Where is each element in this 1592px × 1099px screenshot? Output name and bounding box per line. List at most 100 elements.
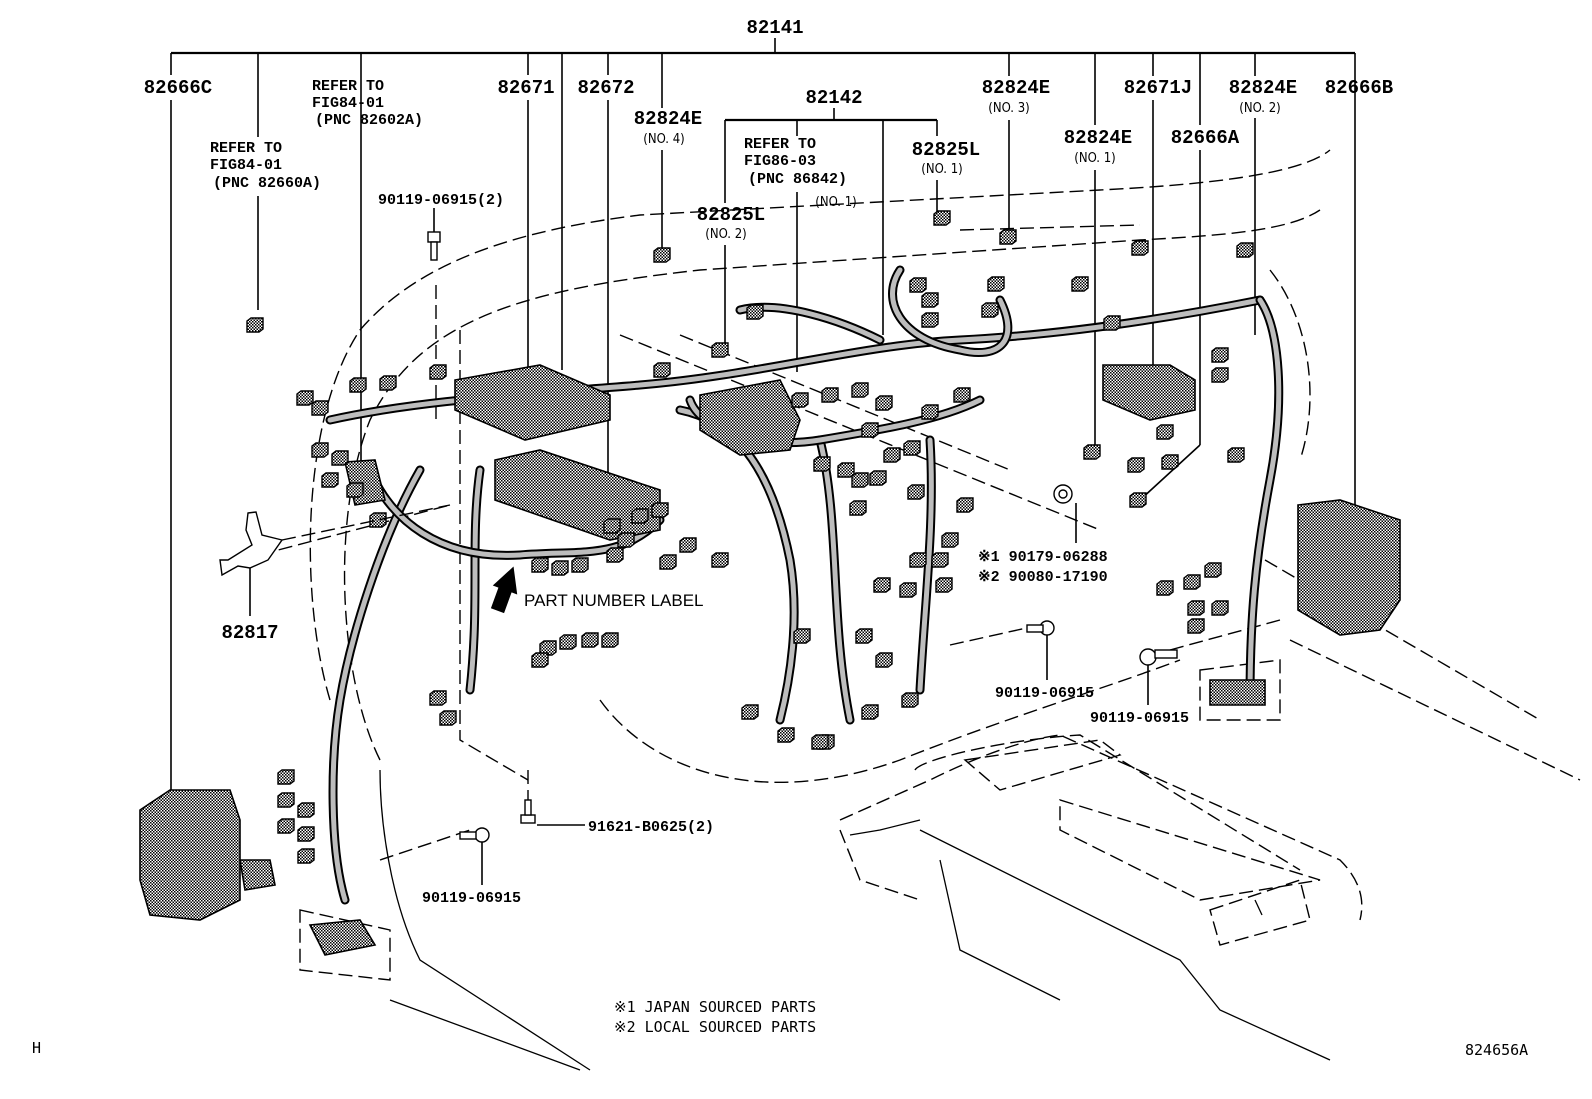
connector[interactable] bbox=[311, 442, 329, 458]
ref-86842[interactable]: REFER TO FIG86-03 (PNC 86842) bbox=[744, 136, 847, 188]
connector[interactable] bbox=[813, 456, 831, 472]
connector[interactable] bbox=[551, 560, 569, 576]
connector[interactable] bbox=[379, 375, 397, 391]
connector[interactable] bbox=[921, 312, 939, 328]
connector[interactable] bbox=[873, 577, 891, 593]
relay-block-82671j[interactable] bbox=[1102, 364, 1196, 421]
label-nut-japan[interactable]: ※1 90179-06288 bbox=[978, 549, 1108, 566]
connector[interactable] bbox=[1156, 424, 1174, 440]
connector[interactable] bbox=[793, 628, 811, 644]
connector[interactable] bbox=[849, 500, 867, 516]
connector-block-bottom-right[interactable] bbox=[1209, 679, 1266, 706]
connector[interactable] bbox=[1211, 600, 1229, 616]
connector[interactable] bbox=[855, 628, 873, 644]
connector[interactable] bbox=[909, 552, 927, 568]
connector[interactable] bbox=[429, 364, 447, 380]
connector[interactable] bbox=[346, 482, 364, 498]
label-82142[interactable]: 82142 bbox=[805, 87, 862, 109]
connector[interactable] bbox=[921, 404, 939, 420]
connector[interactable] bbox=[791, 392, 809, 408]
connector[interactable] bbox=[1131, 240, 1149, 256]
bolt-bottom[interactable] bbox=[459, 827, 490, 843]
connector[interactable] bbox=[297, 802, 315, 818]
connector[interactable] bbox=[581, 632, 599, 648]
label-82666a[interactable]: 82666A bbox=[1171, 127, 1240, 149]
connector[interactable] bbox=[851, 472, 869, 488]
connector[interactable] bbox=[956, 497, 974, 513]
label-82824e-no3[interactable]: 82824E bbox=[982, 77, 1050, 99]
connector[interactable] bbox=[861, 704, 879, 720]
connector[interactable] bbox=[746, 304, 764, 320]
connector[interactable] bbox=[907, 484, 925, 500]
connector[interactable] bbox=[601, 632, 619, 648]
ref-82602a[interactable]: REFER TO FIG84-01 (PNC 82602A) bbox=[312, 78, 423, 129]
connector[interactable] bbox=[1187, 618, 1205, 634]
connector[interactable] bbox=[311, 400, 329, 416]
connector[interactable] bbox=[617, 532, 635, 548]
connector[interactable] bbox=[606, 547, 624, 563]
connector[interactable] bbox=[1161, 454, 1179, 470]
connector[interactable] bbox=[837, 462, 855, 478]
connector[interactable] bbox=[875, 395, 893, 411]
label-bolt-right[interactable]: 90119-06915 bbox=[1090, 710, 1189, 727]
connector[interactable] bbox=[1227, 447, 1245, 463]
center-ecu[interactable] bbox=[699, 379, 801, 456]
label-82672[interactable]: 82672 bbox=[577, 77, 634, 99]
connector[interactable] bbox=[429, 690, 447, 706]
connector[interactable] bbox=[777, 727, 795, 743]
connector[interactable] bbox=[1204, 562, 1222, 578]
connector[interactable] bbox=[1129, 492, 1147, 508]
connector[interactable] bbox=[439, 710, 457, 726]
connector-block-bottom-left[interactable] bbox=[308, 919, 377, 956]
connector[interactable] bbox=[559, 634, 577, 650]
connector[interactable] bbox=[349, 377, 367, 393]
connector[interactable] bbox=[277, 769, 295, 785]
connector[interactable] bbox=[369, 512, 387, 528]
connector[interactable] bbox=[531, 652, 549, 668]
relay-block-82671[interactable] bbox=[454, 364, 611, 441]
connector[interactable] bbox=[851, 382, 869, 398]
connector[interactable] bbox=[1103, 315, 1121, 331]
connector[interactable] bbox=[899, 582, 917, 598]
bolt-top[interactable] bbox=[427, 231, 441, 261]
connector[interactable] bbox=[861, 422, 879, 438]
connector[interactable] bbox=[296, 390, 314, 406]
connector[interactable] bbox=[909, 277, 927, 293]
connector[interactable] bbox=[277, 792, 295, 808]
connector[interactable] bbox=[651, 502, 669, 518]
connector[interactable] bbox=[741, 704, 759, 720]
label-82824e-no2[interactable]: 82824E bbox=[1229, 77, 1297, 99]
connector[interactable] bbox=[901, 692, 919, 708]
label-bolt-bottom[interactable]: 90119-06915 bbox=[422, 890, 521, 907]
label-82666c[interactable]: 82666C bbox=[144, 77, 212, 99]
label-bolt-mid[interactable]: 90119-06915 bbox=[995, 685, 1094, 702]
connector[interactable] bbox=[297, 826, 315, 842]
connector[interactable] bbox=[679, 537, 697, 553]
connector[interactable] bbox=[711, 342, 729, 358]
nut-90179[interactable] bbox=[1053, 484, 1073, 504]
connector[interactable] bbox=[811, 734, 829, 750]
connector[interactable] bbox=[1187, 600, 1205, 616]
connector[interactable] bbox=[875, 652, 893, 668]
connector[interactable] bbox=[1211, 347, 1229, 363]
connector[interactable] bbox=[903, 440, 921, 456]
connector[interactable] bbox=[653, 247, 671, 263]
bolt-right[interactable] bbox=[1139, 648, 1178, 666]
connector[interactable] bbox=[821, 387, 839, 403]
connector[interactable] bbox=[953, 387, 971, 403]
label-bolt-top[interactable]: 90119-06915(2) bbox=[378, 192, 504, 209]
bolt-9162[interactable] bbox=[520, 799, 536, 824]
label-82825l-no1[interactable]: 82825L bbox=[912, 139, 980, 161]
connector[interactable] bbox=[931, 552, 949, 568]
connector[interactable] bbox=[921, 292, 939, 308]
label-82824e-no4[interactable]: 82824E bbox=[634, 108, 702, 130]
label-82817[interactable]: 82817 bbox=[221, 622, 278, 644]
connector[interactable] bbox=[981, 302, 999, 318]
label-nut-local[interactable]: ※2 90080-17190 bbox=[978, 569, 1108, 586]
connector[interactable] bbox=[987, 276, 1005, 292]
connector[interactable] bbox=[297, 848, 315, 864]
connector[interactable] bbox=[246, 317, 264, 333]
connector[interactable] bbox=[941, 532, 959, 548]
connector[interactable] bbox=[603, 518, 621, 534]
label-82141[interactable]: 82141 bbox=[746, 17, 803, 39]
